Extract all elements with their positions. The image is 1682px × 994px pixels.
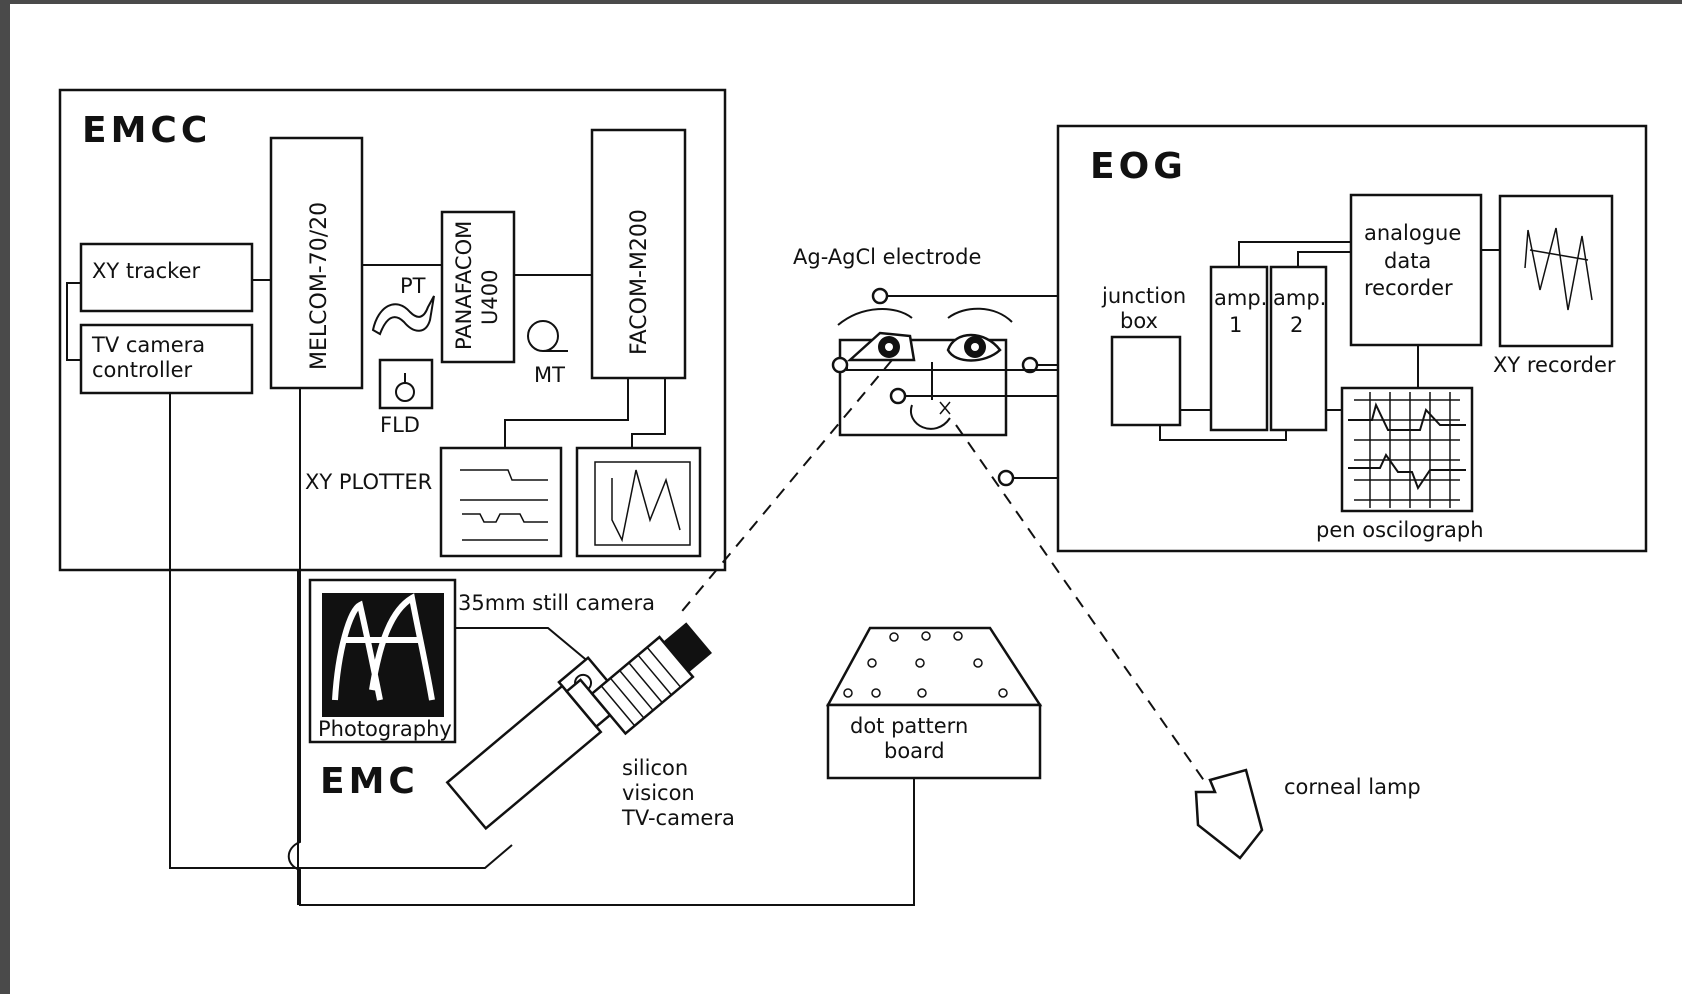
xy-tracker-label: XY tracker — [92, 259, 201, 283]
junction-box — [1112, 337, 1180, 425]
pt-label: PT — [400, 274, 426, 298]
data-recorder-label-2: data — [1384, 249, 1431, 273]
junction-box-label-2: box — [1120, 309, 1158, 333]
electrode-top — [873, 289, 887, 303]
xy-plotter-label: XY PLOTTER — [305, 470, 432, 494]
tv-camera-body — [447, 686, 600, 828]
tv-camera-controller-label-1: TV camera — [91, 333, 205, 357]
melcom-label: MELCOM-70/20 — [307, 202, 332, 370]
pen-oscilograph-label: pen oscilograph — [1316, 518, 1484, 542]
dot-board-label-1: dot pattern — [850, 714, 968, 738]
data-recorder-label-3: recorder — [1364, 276, 1453, 300]
left-pupil-highlight — [885, 343, 893, 351]
amp-2-label-1: amp. — [1273, 286, 1326, 310]
electrode-ground — [999, 471, 1013, 485]
xy-recorder-label: XY recorder — [1493, 353, 1616, 377]
electrode-label: Ag-AgCl electrode — [793, 245, 981, 269]
dot-board-top — [828, 628, 1040, 705]
data-recorder-label-1: analogue — [1364, 221, 1461, 245]
amp-2-label-2: 2 — [1290, 313, 1303, 337]
amp-1-label-2: 1 — [1229, 313, 1242, 337]
corneal-lamp-label: corneal lamp — [1284, 775, 1421, 799]
eog-group: EOG junction box amp. 1 amp. 2 analogue … — [1058, 126, 1646, 551]
panafacom-label-1: PANAFACOM — [452, 221, 476, 350]
emc-label: EMC — [320, 761, 419, 802]
tv-camera-controller-label-2: controller — [92, 358, 193, 382]
corneal-lamp-icon — [1196, 770, 1262, 858]
emc-group: EMC Photography 35mm still camera silico… — [298, 570, 735, 905]
fld-label: FLD — [380, 413, 420, 437]
eyebrows — [838, 309, 1012, 325]
electrode-under-eye — [891, 389, 905, 403]
pen-oscilograph-box — [1342, 388, 1472, 511]
electrode-left — [833, 358, 847, 372]
tv-camera-label-1: silicon — [622, 756, 688, 780]
junction-box-label-1: junction — [1101, 284, 1186, 308]
mt-label: MT — [534, 363, 565, 387]
panafacom-label-2: U400 — [478, 270, 502, 325]
emcc-label: EMCC — [82, 110, 211, 151]
facom-label: FACOM-M200 — [627, 209, 652, 355]
emcc-group: EMCC XY tracker TV camera controller MEL… — [60, 90, 725, 570]
tv-camera-label-2: visicon — [622, 781, 695, 805]
dot-board-label-2: board — [884, 739, 945, 763]
tv-camera-label-3: TV-camera — [621, 806, 735, 830]
photography-label: Photography — [318, 717, 452, 741]
xy-recorder-box — [1500, 196, 1612, 346]
amp-1-label-1: amp. — [1214, 286, 1267, 310]
right-pupil-highlight — [971, 343, 979, 351]
eog-label: EOG — [1090, 146, 1187, 187]
still-camera-link — [455, 628, 590, 663]
still-camera-label: 35mm still camera — [458, 591, 655, 615]
